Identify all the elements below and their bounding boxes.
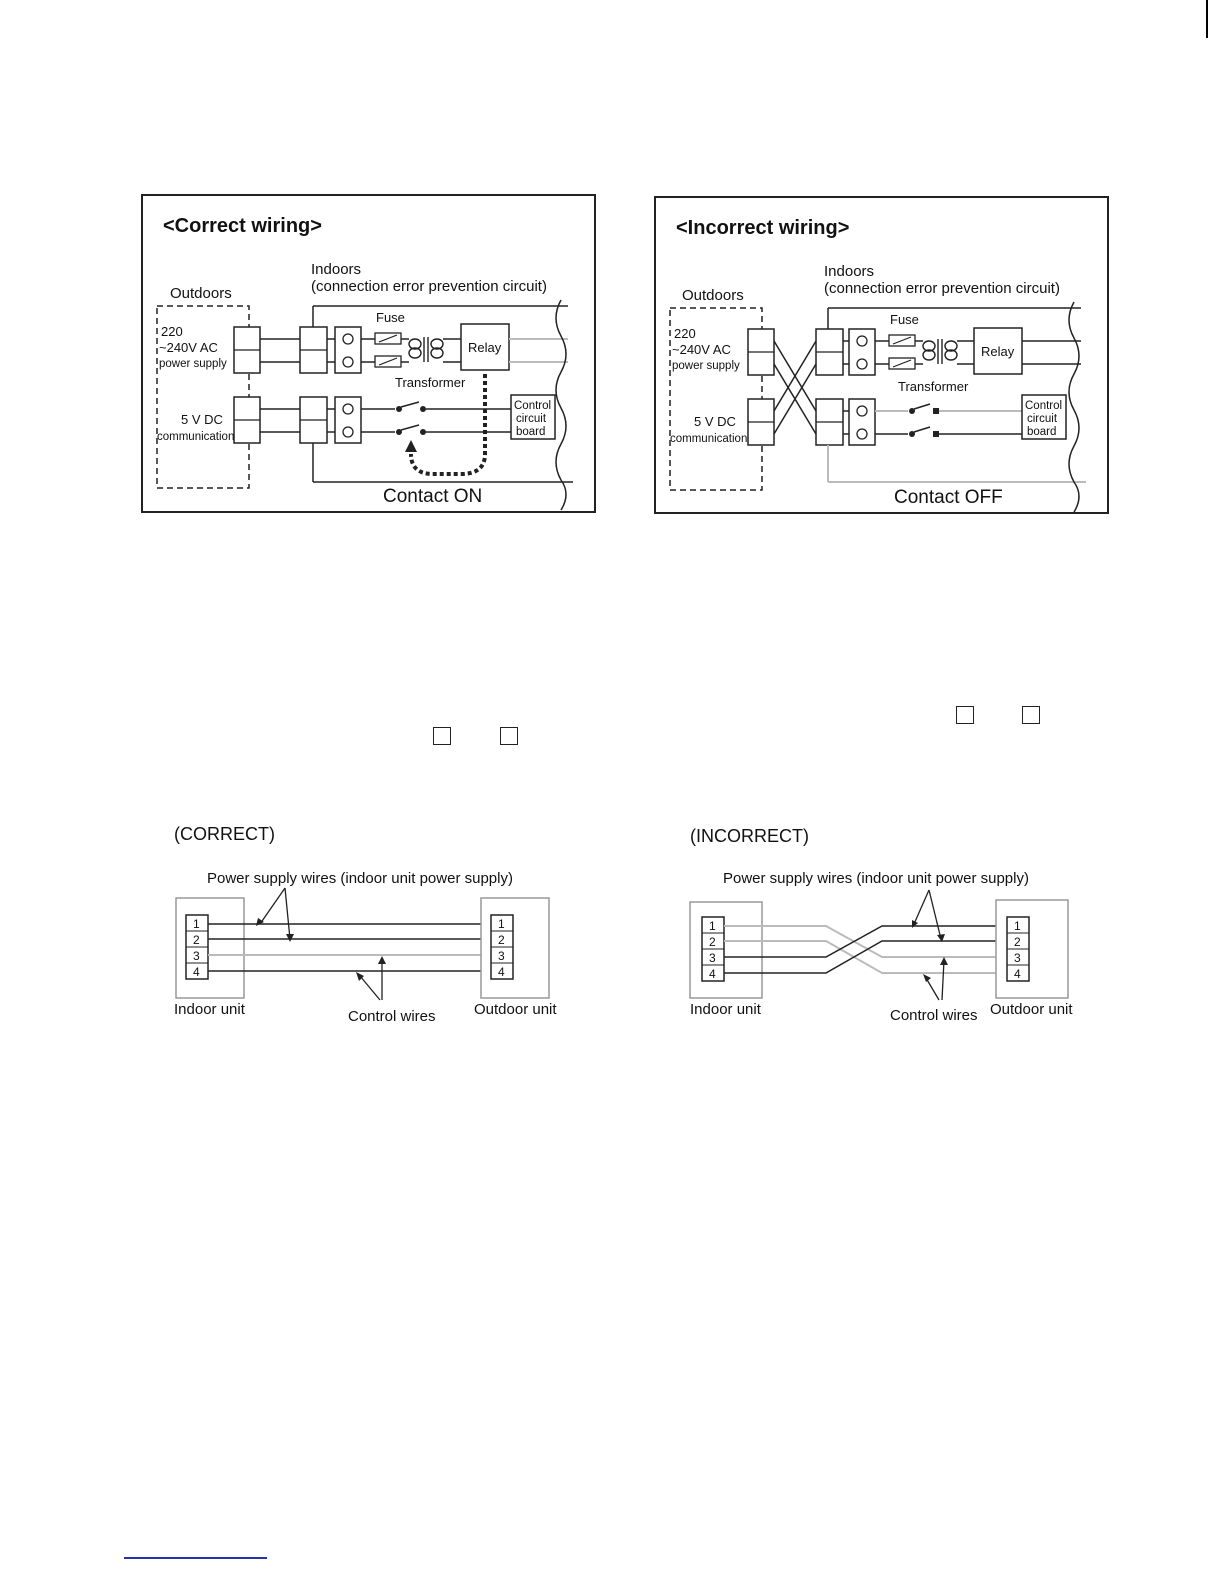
ac-connector-block: [334, 326, 362, 374]
correct-wiring-diagram: <Correct wiring> Indoors (connection err…: [156, 215, 573, 511]
ac-connector-block: [848, 328, 876, 376]
contact-switch-1: [400, 401, 420, 408]
crossed-wires: [773, 340, 817, 435]
crossed-wires: [724, 925, 1007, 974]
transformer-label: Transformer: [395, 375, 466, 390]
board-label-3: board: [516, 426, 545, 438]
transformer-label: Transformer: [898, 379, 969, 394]
dc-connector-block: [848, 398, 876, 446]
diagram-heading: (CORRECT): [174, 824, 275, 844]
wavy-break-edge: [1068, 301, 1080, 513]
relay-label: Relay: [981, 344, 1015, 359]
terminal-number: 3: [1014, 951, 1021, 965]
inline-symbol-box: [1022, 706, 1040, 724]
contact-status-label: Contact ON: [383, 486, 482, 507]
top-right-rule: [1206, 0, 1208, 38]
dc-voltage-line1: 5 V DC: [181, 412, 223, 427]
control-wires-label: Control wires: [890, 1007, 978, 1024]
terminal-number: 4: [1014, 967, 1021, 981]
indoors-sublabel: (connection error prevention circuit): [824, 280, 1060, 297]
panel-title: <Correct wiring>: [163, 215, 322, 237]
panel-title: <Incorrect wiring>: [676, 217, 849, 239]
terminal-number: 3: [193, 949, 200, 963]
board-label-2: circuit: [516, 413, 547, 425]
indoor-unit-label: Indoor unit: [690, 1001, 762, 1018]
power-wires-label: Power supply wires (indoor unit power su…: [723, 870, 1029, 887]
terminal-number: 4: [193, 965, 200, 979]
diagram-heading: (INCORRECT): [690, 826, 809, 846]
control-circuit-board: [510, 394, 556, 440]
dc-voltage-line2: communication: [157, 431, 234, 443]
power-wires-label: Power supply wires (indoor unit power su…: [207, 870, 513, 887]
terminal-number: 1: [709, 919, 716, 933]
board-label-1: Control: [1025, 400, 1062, 412]
contact-switch-2: [400, 424, 420, 431]
terminal-number: 2: [498, 933, 505, 947]
terminal-number: 2: [709, 935, 716, 949]
terminal-number: 3: [498, 949, 505, 963]
contact-switch-1: [913, 403, 931, 410]
indoor-unit-box: [689, 901, 763, 999]
terminal-number: 4: [498, 965, 505, 979]
terminal-number: 1: [1014, 919, 1021, 933]
transformer-symbol: [922, 339, 958, 364]
board-label-3: board: [1027, 426, 1056, 438]
indoors-label: Indoors: [824, 263, 874, 280]
wavy-break-edge: [555, 299, 567, 511]
ac-voltage-line3: power supply: [672, 360, 740, 372]
ac-voltage-line3: power supply: [159, 358, 227, 370]
inline-symbol-box: [956, 706, 974, 724]
terminal-number: 2: [193, 933, 200, 947]
incorrect-wiring-diagram: <Incorrect wiring> Indoors (connection e…: [669, 217, 1086, 513]
correct-wiring-panel: <Correct wiring> Indoors (connection err…: [141, 194, 596, 513]
terminal-number: 4: [709, 967, 716, 981]
dc-connector-block: [334, 396, 362, 444]
control-circuit-board: [1021, 394, 1067, 440]
relay-label: Relay: [468, 340, 502, 355]
contact-switch-2: [913, 426, 931, 433]
indoor-unit-label: Indoor unit: [174, 1001, 246, 1018]
ac-voltage-line1: 220: [161, 324, 183, 339]
outdoors-label: Outdoors: [682, 287, 744, 304]
terminal-number: 3: [709, 951, 716, 965]
relay-box: [460, 323, 510, 371]
relay-box: [973, 327, 1023, 375]
relay-actuation-arrow: [409, 374, 487, 476]
incorrect-terminal-diagram: (INCORRECT) Power supply wires (indoor u…: [686, 820, 1086, 1030]
outdoor-unit-label: Outdoor unit: [990, 1001, 1073, 1018]
dc-voltage-line2: communication: [670, 433, 747, 445]
board-label-2: circuit: [1027, 413, 1058, 425]
terminal-number: 2: [1014, 935, 1021, 949]
control-wires-label: Control wires: [348, 1008, 436, 1025]
fuse-label: Fuse: [376, 310, 405, 325]
terminal-number: 1: [193, 917, 200, 931]
terminal-number: 1: [498, 917, 505, 931]
indoors-sublabel: (connection error prevention circuit): [311, 278, 547, 295]
ac-voltage-line2: ~240V AC: [159, 340, 218, 355]
dc-voltage-line1: 5 V DC: [694, 414, 736, 429]
outdoors-label: Outdoors: [170, 285, 232, 302]
transformer-symbol: [408, 337, 444, 362]
incorrect-wiring-panel: <Incorrect wiring> Indoors (connection e…: [654, 196, 1109, 514]
board-label-1: Control: [514, 400, 551, 412]
outdoor-unit-label: Outdoor unit: [474, 1001, 557, 1018]
correct-terminal-diagram: (CORRECT) Power supply wires (indoor uni…: [170, 818, 570, 1028]
footer-link-rule: [124, 1557, 267, 1559]
ac-voltage-line1: 220: [674, 326, 696, 341]
indoors-label: Indoors: [311, 261, 361, 278]
contact-status-label: Contact OFF: [894, 487, 1003, 508]
inline-symbol-box: [500, 727, 518, 745]
ac-voltage-line2: ~240V AC: [672, 342, 731, 357]
fuse-label: Fuse: [890, 312, 919, 327]
inline-symbol-box: [433, 727, 451, 745]
